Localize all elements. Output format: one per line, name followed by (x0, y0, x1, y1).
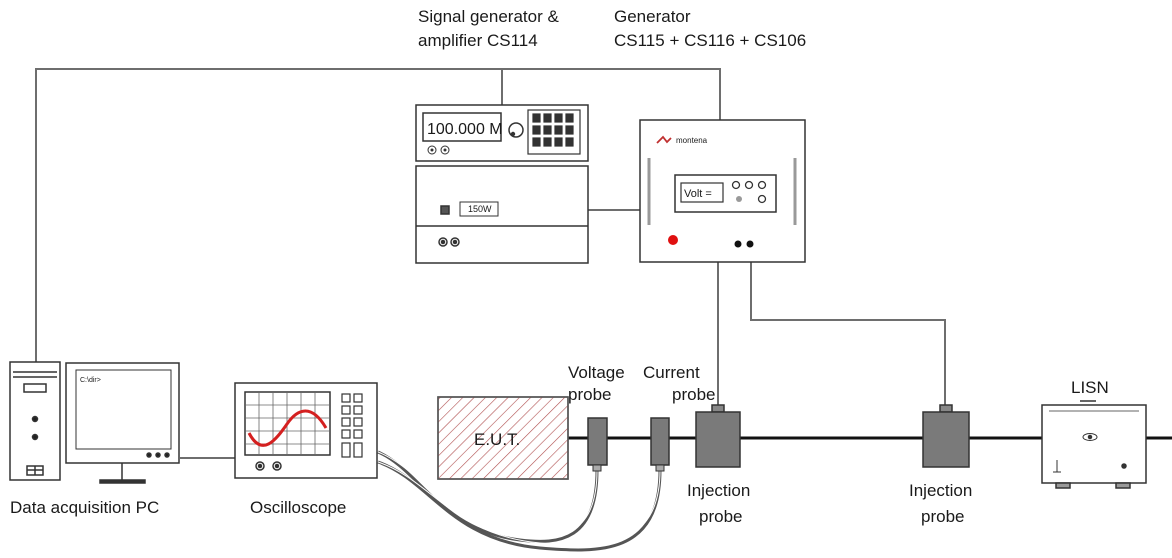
voltage-probe (587, 417, 608, 472)
amp-power-button (440, 205, 450, 215)
generator-label-line2: CS115 + CS116 + CS106 (614, 31, 806, 50)
signal-generator: 100.000 M (415, 104, 589, 162)
siggen-display (422, 112, 502, 142)
generator-output-2 (746, 240, 754, 248)
pc-screen-text: C:\dir> (80, 377, 101, 384)
eut-box (437, 396, 569, 480)
siggen-label-line1: Signal generator & (418, 7, 559, 26)
generator-display (680, 182, 724, 203)
pc-screen (75, 369, 172, 450)
cable-inner-voltage (377, 451, 598, 537)
siggen-keypad (527, 109, 581, 155)
lisn-label: LISN (1071, 378, 1109, 397)
cable-current-probe (377, 460, 662, 552)
oscilloscope-label: Oscilloscope (250, 498, 346, 517)
generator-led (668, 235, 678, 245)
generator-display-text: Volt = (684, 188, 712, 200)
wire-pc-to-generators (35, 68, 721, 362)
siggen-display-text: 100.000 M (427, 121, 503, 138)
siggen-label-line2: amplifier CS114 (418, 31, 538, 50)
injection-probe-2-label-line1: Injection (909, 481, 972, 500)
cable-inner-current (377, 461, 661, 546)
injection-probe-1-label-line2: probe (699, 507, 742, 526)
current-probe (650, 417, 670, 472)
lisn (1041, 400, 1147, 489)
montena-logo-icon (656, 135, 672, 144)
injection-probe-1 (695, 404, 741, 468)
scope-waveform (247, 409, 328, 447)
injection-probe-1-label-line1: Injection (687, 481, 750, 500)
generator-output-1 (734, 240, 742, 248)
voltage-probe-label-line2: probe (568, 385, 611, 404)
generator-brand: montena (676, 136, 708, 145)
eut-label: E.U.T. (474, 430, 520, 449)
injection-probe-2 (922, 404, 970, 468)
wire-gen-to-injection2 (750, 262, 946, 408)
injection-probe-2-label-line2: probe (921, 507, 964, 526)
amplifier (415, 165, 589, 264)
current-probe-label-line2: probe (672, 385, 715, 404)
pc-label: Data acquisition PC (10, 498, 159, 517)
amp-display (459, 201, 499, 217)
connection-wires (35, 68, 1172, 552)
generator-label-line1: Generator (614, 7, 691, 26)
generator: montena Volt = (639, 119, 806, 263)
scope-buttons (341, 393, 363, 458)
data-acquisition-pc (9, 361, 180, 484)
current-probe-label-line1: Current (643, 363, 700, 382)
voltage-probe-label-line1: Voltage (568, 363, 625, 382)
amp-display-text: 150W (468, 204, 492, 214)
oscilloscope (234, 382, 378, 479)
